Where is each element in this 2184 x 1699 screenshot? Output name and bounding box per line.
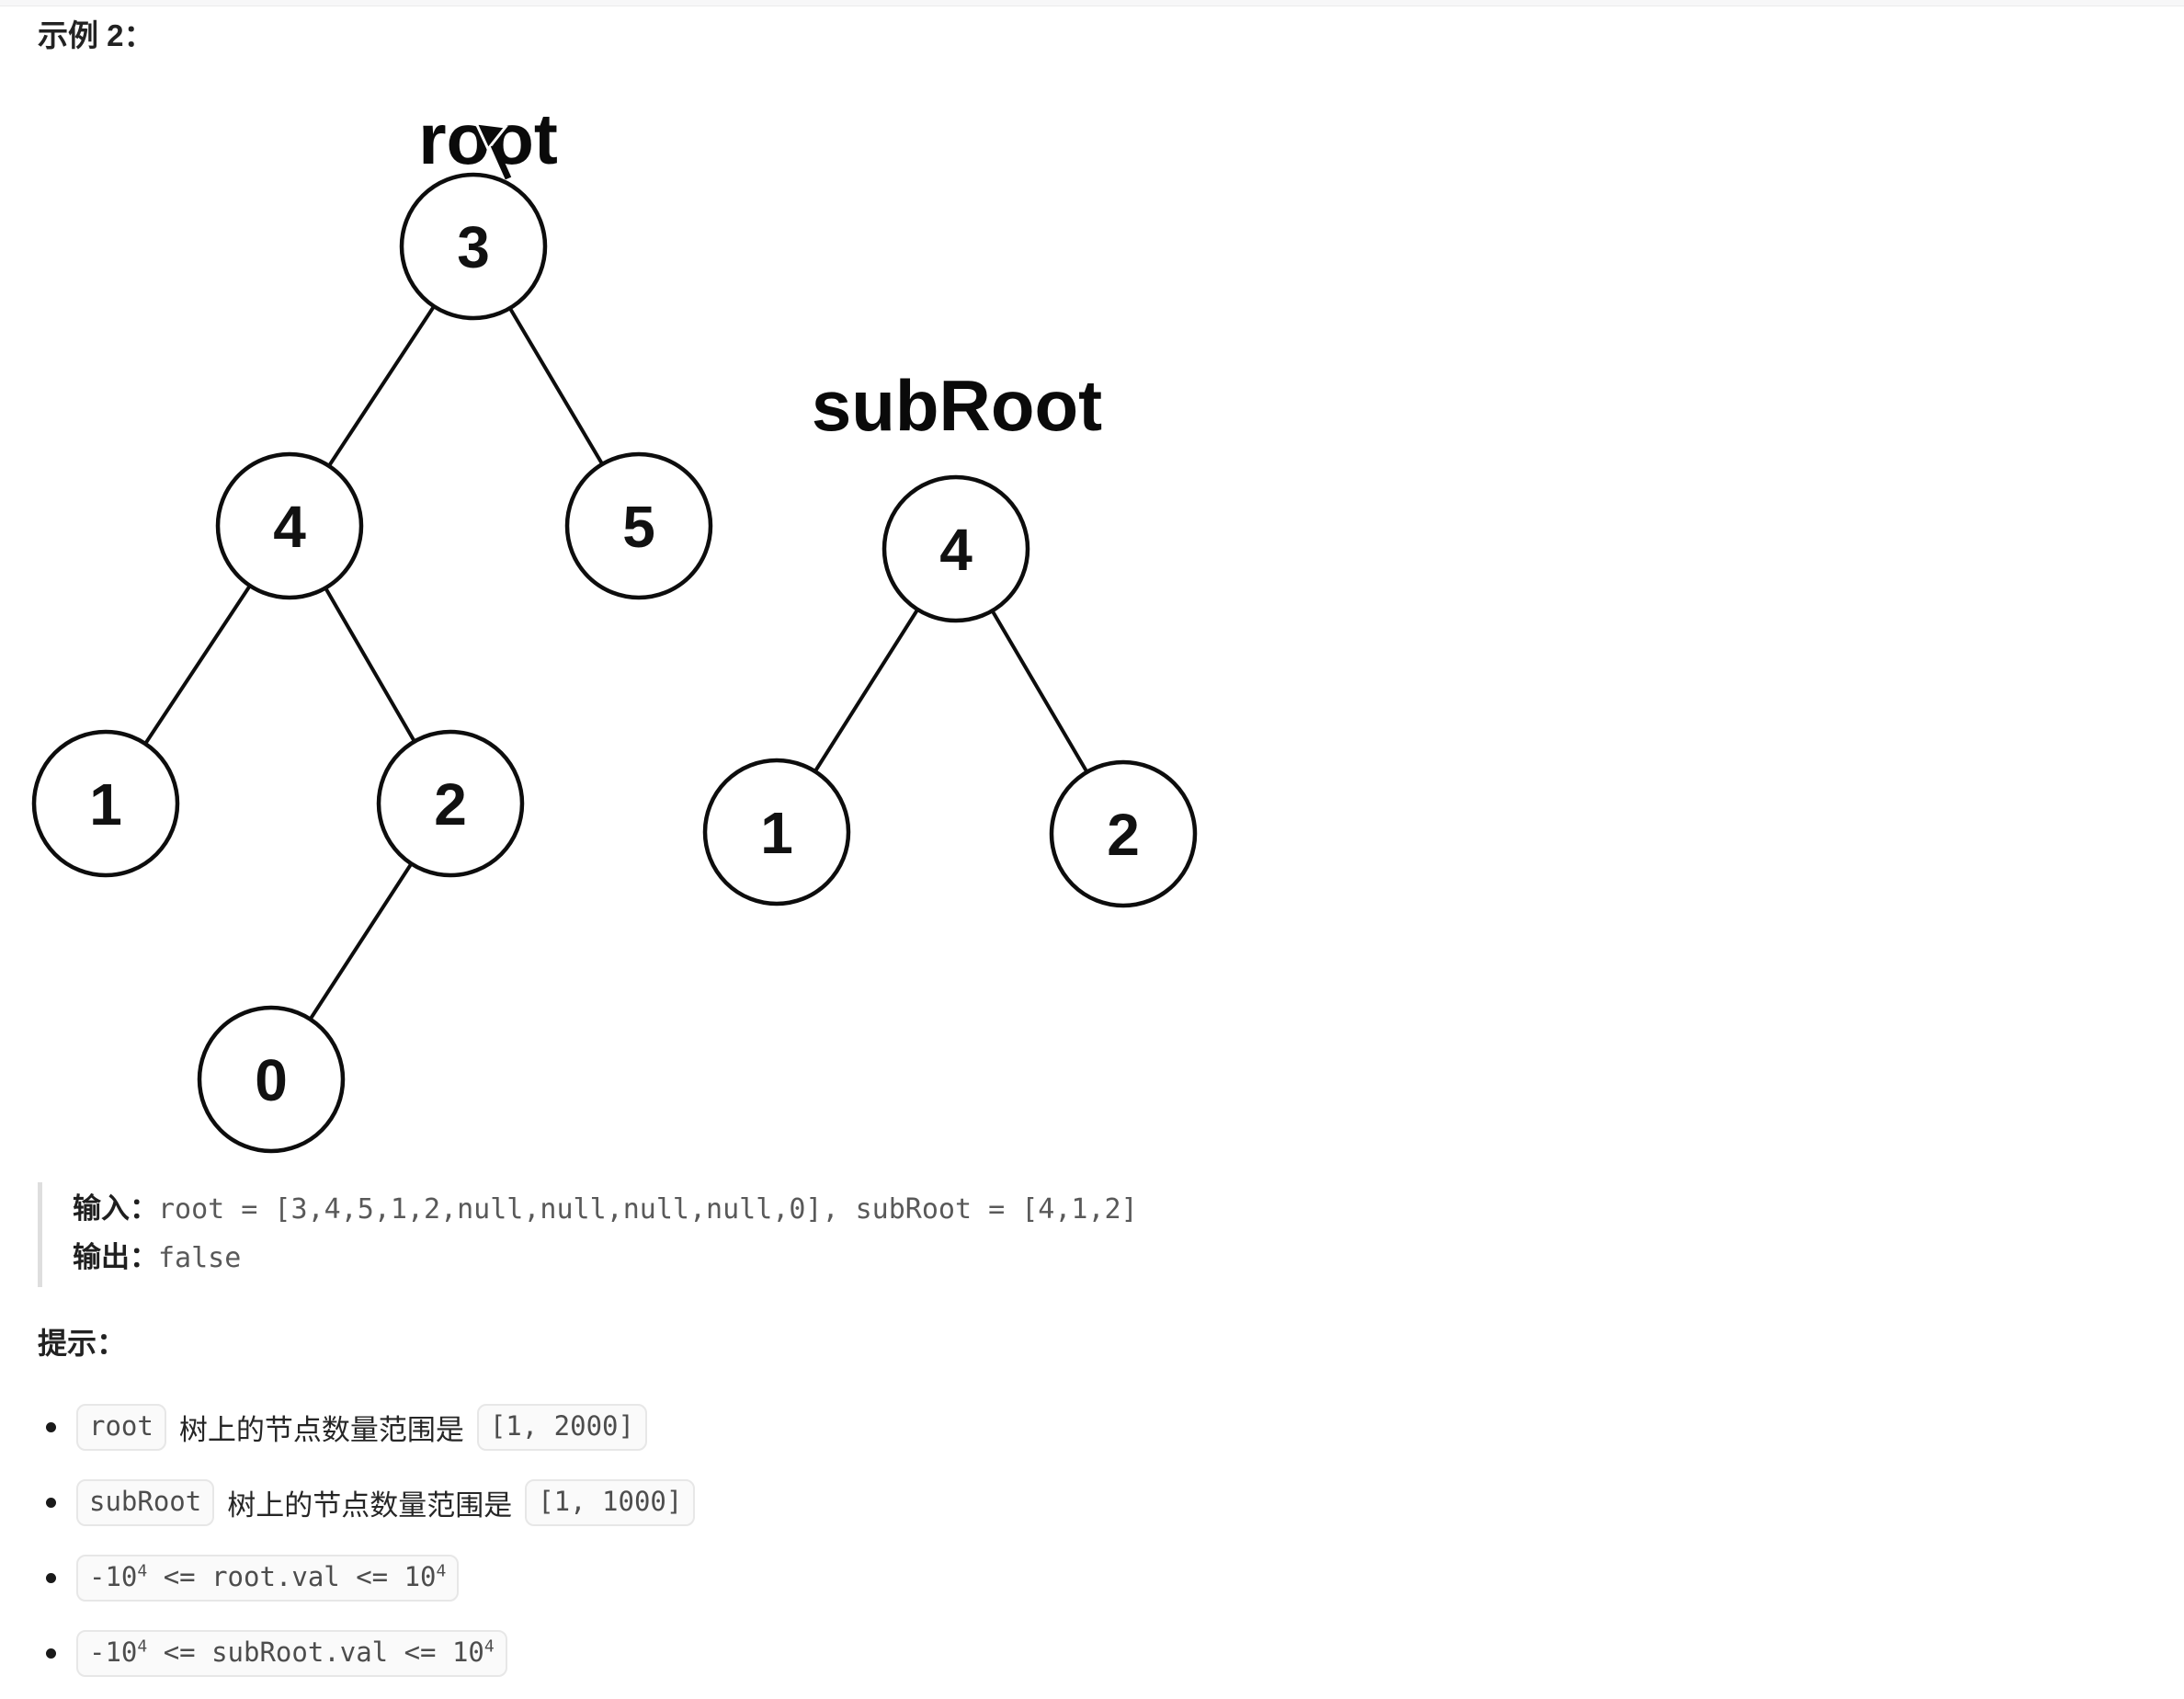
- tree-edge: [104, 524, 291, 805]
- example-io-block: 输入：root = [3,4,5,1,2,null,null,null,null…: [38, 1182, 1138, 1287]
- tree-node-value: 3: [457, 214, 490, 280]
- top-divider: [0, 0, 2184, 6]
- root-tree: 3 4 5 1 2 0 root: [31, 98, 713, 1154]
- hint-item-subroot-range: subRoot 树上的节点数量范围是 [1, 1000]: [46, 1473, 696, 1532]
- inline-code-range: [1, 1000]: [525, 1478, 696, 1526]
- tree-node: [31, 729, 180, 878]
- superscript: 4: [137, 1636, 148, 1656]
- tree-edge: [288, 524, 452, 805]
- tree-node-value: 5: [622, 494, 655, 560]
- code-text: <= subRoot.val <= 10: [147, 1636, 484, 1668]
- tree-node: [702, 758, 851, 907]
- tree-node-value: 1: [760, 800, 793, 866]
- tree-diagram: 3 4 5 1 2 0 root 4 1 2 subRoot: [31, 98, 1198, 1154]
- bullet-dot: [46, 1648, 56, 1659]
- cursor-artifact-tail: [490, 143, 512, 180]
- tree-edge: [954, 547, 1125, 836]
- tree-node: [215, 451, 364, 600]
- tree-edge: [288, 245, 475, 528]
- superscript: 4: [436, 1560, 447, 1580]
- tree-node-value: 4: [273, 494, 306, 560]
- hint-item-subroot-val: -104 <= subRoot.val <= 104: [46, 1624, 695, 1682]
- tree-node-value: 0: [255, 1047, 288, 1113]
- example-heading: 示例 2：: [38, 18, 154, 52]
- tree-node: [882, 474, 1030, 623]
- hint-text: 树上的节点数量范围是: [178, 1413, 464, 1446]
- io-input-line: 输入：root = [3,4,5,1,2,null,null,null,null…: [73, 1185, 1138, 1234]
- subroot-tree: 4 1 2 subRoot: [702, 365, 1198, 908]
- inline-code-root-val: -104 <= root.val <= 104: [76, 1554, 460, 1602]
- code-text: <= root.val <= 10: [147, 1560, 437, 1592]
- hints-list: root 树上的节点数量范围是 [1, 2000] subRoot 树上的节点数…: [46, 1397, 696, 1699]
- inline-code-subroot-val: -104 <= subRoot.val <= 104: [76, 1629, 507, 1677]
- hint-text: 树上的节点数量范围是: [227, 1488, 513, 1522]
- hint-item-root-val: -104 <= root.val <= 104: [46, 1548, 695, 1607]
- bullet-dot: [46, 1497, 56, 1508]
- tree-label: subRoot: [812, 365, 1102, 446]
- superscript: 4: [137, 1560, 148, 1580]
- inline-code-subroot: subRoot: [76, 1478, 215, 1526]
- inline-code-root: root: [76, 1403, 166, 1451]
- input-label: 输入：: [73, 1192, 158, 1225]
- code-text: -10: [89, 1636, 138, 1668]
- tree-node: [1049, 759, 1198, 908]
- tree-node-value: 2: [434, 771, 467, 838]
- inline-code-range: [1, 2000]: [476, 1403, 647, 1451]
- hints-title: 提示：: [38, 1327, 127, 1360]
- io-output-line: 输出：false: [73, 1234, 1138, 1283]
- cursor-artifact-icon: [473, 121, 508, 152]
- input-value: root = [3,4,5,1,2,null,null,null,null,0]…: [158, 1193, 1138, 1226]
- code-text: -10: [89, 1560, 138, 1592]
- bullet-dot: [46, 1421, 56, 1432]
- tree-edge: [269, 802, 452, 1081]
- tree-node: [564, 451, 713, 600]
- tree-node-value: 2: [1107, 802, 1140, 868]
- tree-node: [197, 1005, 346, 1154]
- tree-node-value: 1: [89, 771, 122, 838]
- bullet-dot: [46, 1572, 56, 1583]
- tree-node: [376, 729, 525, 878]
- tree-edge: [472, 245, 641, 528]
- output-value: false: [158, 1242, 242, 1274]
- tree-node: [399, 172, 548, 321]
- tree-label: root: [418, 98, 558, 179]
- tree-edge: [775, 547, 958, 834]
- output-label: 输出：: [73, 1241, 158, 1273]
- superscript: 4: [483, 1636, 495, 1656]
- tree-node-value: 4: [939, 517, 973, 583]
- hint-item-root-range: root 树上的节点数量范围是 [1, 2000]: [46, 1397, 695, 1456]
